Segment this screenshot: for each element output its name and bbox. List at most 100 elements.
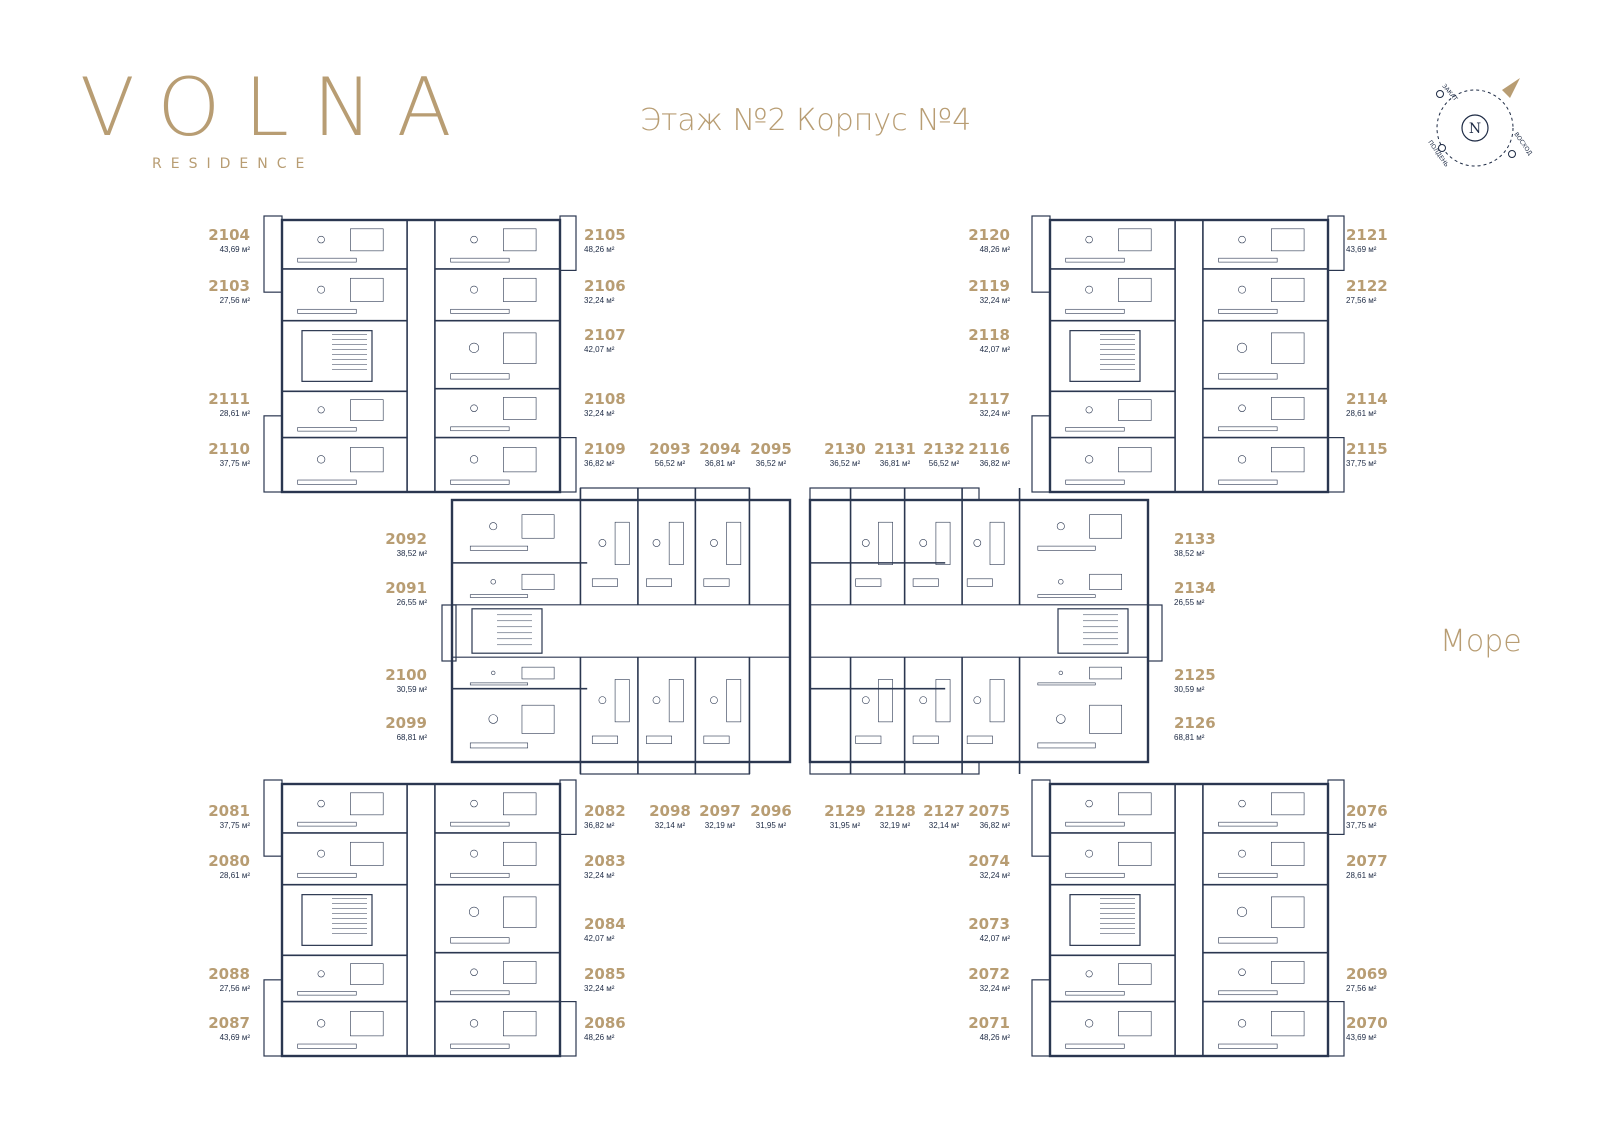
apartment-area: 32,24 м² — [979, 409, 1010, 418]
table-icon — [861, 696, 870, 705]
apartment-number: 2115 — [1346, 440, 1388, 458]
central-block — [450, 498, 792, 764]
apartment-number: 2126 — [1174, 714, 1216, 732]
bed-icon — [614, 679, 630, 723]
table-icon — [490, 579, 496, 585]
bed-icon — [503, 447, 537, 473]
table-icon — [317, 799, 325, 808]
apartment-number: 2088 — [208, 965, 250, 983]
bed-icon — [503, 961, 537, 984]
table-icon — [1238, 285, 1246, 294]
bed-icon — [503, 277, 537, 302]
apartment-area: 32,24 м² — [584, 409, 615, 418]
table-icon — [1058, 670, 1063, 676]
apartment-number: 2095 — [750, 440, 792, 458]
table-icon — [1237, 455, 1247, 464]
sun-arrow-icon — [1502, 78, 1520, 98]
apartment-area: 37,75 м² — [219, 459, 250, 468]
apartment-number: 2104 — [208, 226, 250, 244]
bed-icon — [1118, 277, 1152, 302]
table-icon — [973, 696, 982, 705]
bed-icon — [1271, 397, 1305, 420]
apartment-area: 32,24 м² — [584, 984, 615, 993]
bed-icon — [503, 792, 537, 816]
kitchen-icon — [1218, 308, 1278, 314]
kitchen-icon — [450, 990, 510, 996]
kitchen-icon — [297, 427, 357, 432]
apartment-area: 36,81 м² — [704, 459, 736, 468]
bed-icon — [1118, 1011, 1152, 1037]
table-icon — [1238, 799, 1246, 808]
kitchen-icon — [1218, 1043, 1278, 1049]
compass-north: N — [1469, 121, 1481, 137]
bed-icon — [521, 573, 555, 590]
apartment-area: 28,61 м² — [1346, 409, 1377, 418]
balcony — [441, 604, 457, 662]
apartment-number: 2103 — [208, 277, 250, 295]
bed-icon — [1271, 228, 1305, 252]
kitchen-icon — [297, 479, 357, 485]
apartment-area: 38,52 м² — [396, 549, 427, 558]
apartment-number: 2080 — [208, 852, 250, 870]
apartment-number: 2111 — [208, 390, 250, 408]
table-icon — [470, 404, 478, 412]
kitchen-icon — [1218, 821, 1278, 827]
